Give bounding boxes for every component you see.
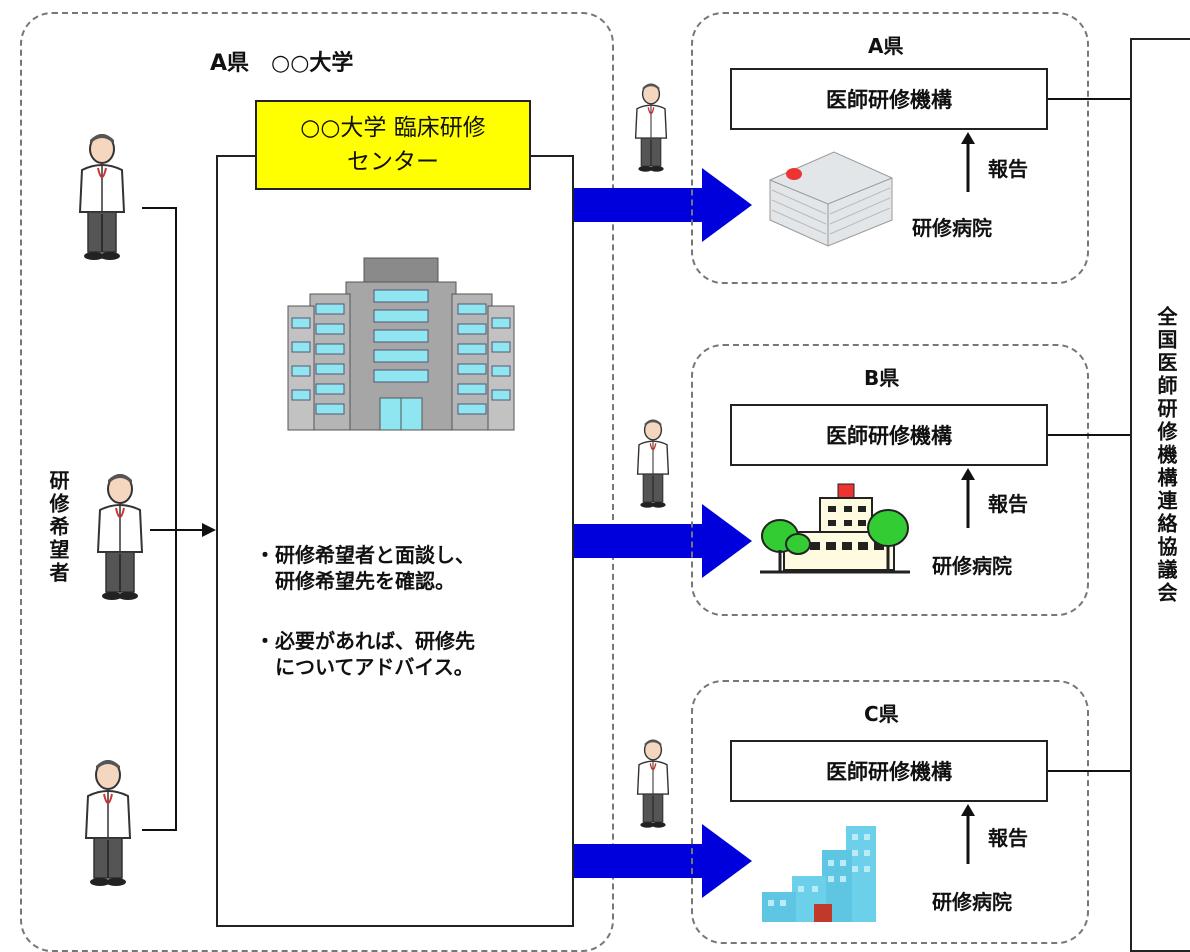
hospital-building-icon — [769, 151, 893, 247]
report-arrow — [961, 468, 975, 528]
prefecture-a-hospital: 研修病院 — [912, 216, 992, 240]
prefecture-c-org-box: 医師研修機構 — [730, 740, 1048, 802]
prefecture-b-name: B県 — [864, 366, 900, 390]
prefecture-c-frame — [691, 680, 1089, 944]
clinical-training-center-box: ○○大学 臨床研修 センター — [255, 100, 531, 190]
applicant-label: 研修希望者 — [46, 470, 70, 585]
dispatch-arrow — [574, 504, 752, 578]
left-region-title: A県 ○○大学 — [210, 51, 354, 76]
report-arrow — [961, 132, 975, 192]
university-building-icon — [287, 257, 515, 431]
dispatch-arrow — [574, 168, 752, 242]
prefecture-a-report: 報告 — [988, 157, 1028, 181]
prefecture-c-hospital: 研修病院 — [932, 890, 1012, 914]
prefecture-c-report: 報告 — [988, 826, 1028, 850]
center-name: ○○大学 臨床研修 センター — [300, 115, 486, 175]
prefecture-b-org: 医師研修機構 — [826, 424, 952, 448]
hospital-building-icon — [762, 826, 876, 922]
prefecture-b-report: 報告 — [988, 492, 1028, 516]
center-note-2: ・必要があれば、研修先 についてアドバイス。 — [255, 629, 475, 679]
dispatch-arrow — [574, 824, 752, 898]
prefecture-a-frame — [691, 12, 1089, 284]
prefecture-a-name: A県 — [868, 34, 904, 58]
prefecture-c-name: C県 — [864, 702, 899, 726]
national-council-box — [1130, 38, 1190, 952]
hospital-trees-icon — [760, 483, 910, 574]
national-council-name: 全国医師研修機構連絡協議会 — [1154, 306, 1178, 605]
prefecture-b-org-box: 医師研修機構 — [730, 404, 1048, 466]
prefecture-a-org-box: 医師研修機構 — [730, 68, 1048, 130]
prefecture-b-hospital: 研修病院 — [932, 554, 1012, 578]
report-arrow — [961, 804, 975, 864]
left-region-frame — [20, 12, 614, 952]
prefecture-c-org: 医師研修機構 — [826, 760, 952, 784]
prefecture-a-org: 医師研修機構 — [826, 88, 952, 112]
center-note-1: ・研修希望者と面談し、 研修希望先を確認。 — [255, 543, 475, 593]
prefecture-b-frame — [691, 344, 1089, 616]
